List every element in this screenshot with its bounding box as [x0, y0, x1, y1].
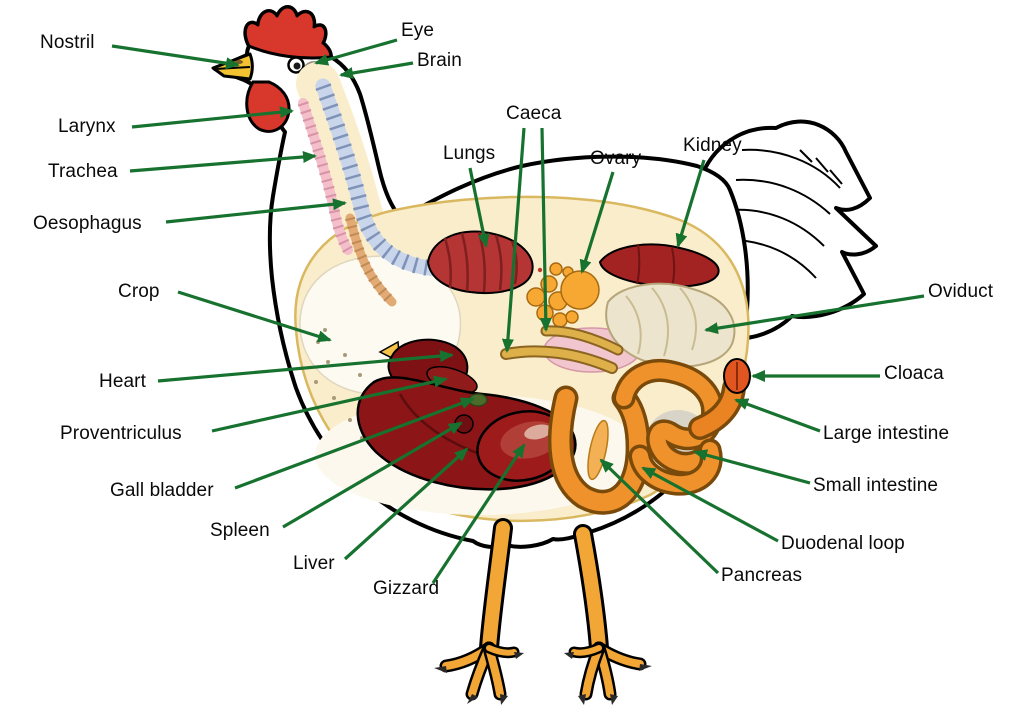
- arrow-caeca-1: [501, 127, 526, 353]
- arrow-small-intestine: [693, 449, 811, 485]
- eye-pupil: [293, 62, 301, 70]
- arrow-heart: [157, 350, 454, 383]
- label-duodenal-loop: Duodenal loop: [781, 533, 905, 554]
- arrow-duodenal-loop: [641, 466, 779, 543]
- comb: [243, 5, 333, 60]
- arrow-kidney: [675, 159, 706, 248]
- arrow-caeca-2: [539, 127, 552, 332]
- label-large-intestine: Large intestine: [823, 423, 950, 444]
- label-kidney: Kidney: [683, 135, 742, 156]
- label-spleen: Spleen: [210, 520, 270, 541]
- arrow-pancreas: [599, 458, 720, 575]
- label-brain: Brain: [417, 50, 462, 71]
- organ-cloaca: [723, 358, 751, 394]
- label-heart: Heart: [99, 371, 146, 392]
- label-nostril: Nostril: [40, 32, 95, 53]
- label-oviduct: Oviduct: [928, 281, 994, 302]
- arrow-gall-bladder: [234, 397, 475, 490]
- label-caeca: Caeca: [506, 103, 562, 124]
- label-eye: Eye: [401, 20, 435, 41]
- arrow-larynx: [131, 106, 294, 129]
- arrow-nostril: [111, 44, 240, 70]
- arrow-ovary: [579, 171, 615, 274]
- label-cloaca: Cloaca: [884, 363, 944, 384]
- arrow-proventriculus: [211, 375, 448, 433]
- label-pancreas: Pancreas: [721, 565, 803, 586]
- arrow-spleen: [282, 421, 463, 529]
- arrow-large-intestine: [734, 398, 821, 433]
- organ-kidney: [598, 243, 720, 288]
- leader-arrows: [111, 38, 925, 584]
- claws: [434, 652, 652, 705]
- legs: [439, 518, 647, 701]
- arrow-trachea: [129, 150, 317, 173]
- wattle: [245, 80, 291, 133]
- label-oesophagus: Oesophagus: [33, 213, 142, 234]
- arrow-oviduct: [704, 294, 925, 335]
- organ-oviduct: [605, 282, 736, 368]
- arrow-crop: [177, 290, 332, 343]
- arrow-liver: [343, 447, 469, 561]
- label-larynx: Larynx: [58, 116, 116, 137]
- label-gall-bladder: Gall bladder: [110, 480, 214, 501]
- arrow-brain: [339, 61, 414, 79]
- label-proventriculus: Proventriculus: [60, 423, 182, 444]
- label-ovary: Ovary: [590, 148, 642, 169]
- label-trachea: Trachea: [48, 161, 118, 182]
- organ-intestines: [547, 359, 746, 515]
- label-liver: Liver: [293, 553, 335, 574]
- label-crop: Crop: [118, 281, 160, 302]
- organ-oesophagus: [345, 213, 397, 307]
- arrow-eye: [314, 38, 398, 66]
- label-lungs: Lungs: [443, 143, 496, 164]
- arrow-oesophagus: [165, 198, 347, 224]
- arrow-lungs: [468, 167, 490, 248]
- arrow-gizzard: [431, 443, 526, 584]
- organ-ovary: [526, 262, 600, 328]
- label-small-intestine: Small intestine: [813, 475, 939, 496]
- organ-pancreas: [587, 419, 609, 481]
- label-gizzard: Gizzard: [373, 578, 440, 599]
